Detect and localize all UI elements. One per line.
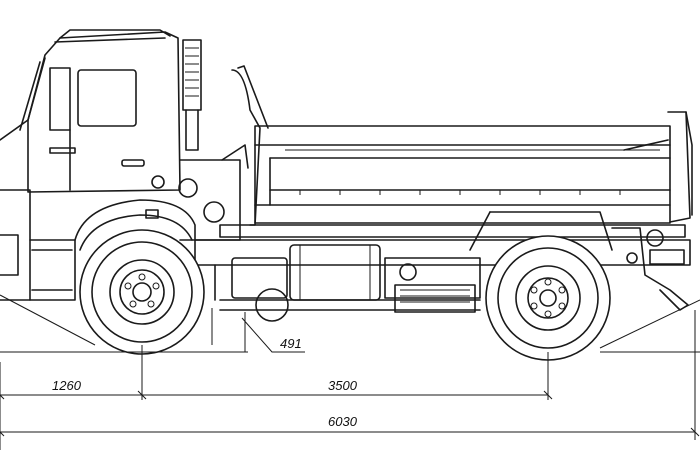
dimension-wheelbase: 3500 [328,378,358,393]
fuel-tank [289,244,381,301]
battery-box [384,257,481,313]
dimension-ground-clearance: 491 [280,336,302,351]
headboard [231,65,269,226]
subframe [219,211,686,251]
front-fender [74,199,196,251]
rear-wheel [485,235,611,361]
chassis-frame [194,239,691,311]
dimension-lines [0,294,700,450]
front-bumper [0,189,76,301]
cab [0,29,181,193]
front-wheel [79,229,205,355]
dimension-overall-length: 6030 [328,414,358,429]
air-tanks [231,257,289,322]
dimension-front-overhang: 1260 [52,378,82,393]
dump-body [254,111,693,224]
exhaust-pipe [182,39,202,151]
